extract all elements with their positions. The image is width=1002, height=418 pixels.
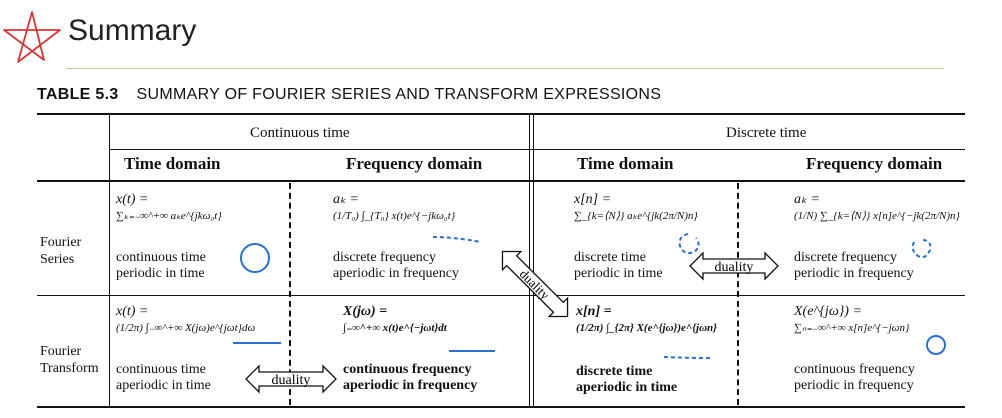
duality-label-2: duality	[272, 373, 311, 388]
ct-time-domain-header: Time domain	[124, 154, 221, 173]
transform-dt-time-cell: x[n] = (1/2π) ∫_{2π} X(e^{jω})e^{jωn} di…	[576, 304, 717, 395]
ct-dashed-divider	[289, 183, 291, 405]
row-label-fourier-transform: Fourier Transform	[40, 344, 99, 376]
row-label-fourier-series: Fourier Series	[40, 235, 82, 267]
dt-dashed-divider	[737, 183, 739, 405]
label-column-rule	[109, 113, 110, 407]
ct-frequency-domain-header: Frequency domain	[346, 154, 483, 173]
series-dt-freq-cell: aₖ = (1/N) ∑_{k=⟨N⟩} x[n]e^{−jk(2π/N)n} …	[794, 192, 960, 281]
table-label: TABLE 5.3	[37, 86, 119, 103]
blue-dashed-underline	[432, 236, 482, 243]
dt-frequency-domain-header: Frequency domain	[806, 154, 943, 173]
group-divider-rule-b	[533, 113, 534, 407]
page-title: Summary	[68, 14, 197, 47]
series-dt-time-cell: x[n] = ∑_{k=⟨N⟩} aₖe^{jk(2π/N)n} discret…	[574, 192, 698, 281]
blue-dashed-circle-mark	[678, 233, 700, 255]
star-icon	[3, 11, 61, 63]
transform-ct-freq-cell: X(jω) = ∫₋∞^+∞ x(t)e^{−jωt}dt continuous…	[343, 304, 478, 393]
transform-ct-time-cell: x(t) = (1/2π) ∫₋∞^+∞ X(jω)e^{jωt}dω cont…	[116, 304, 256, 393]
table-title: SUMMARY OF FOURIER SERIES AND TRANSFORM …	[136, 86, 662, 103]
duality-arrow-diagonal: duality	[501, 250, 569, 318]
blue-dashed-underline	[663, 356, 713, 359]
group-divider-rule-a	[529, 113, 530, 407]
blue-dashed-circle-mark	[911, 239, 932, 259]
duality-label-1: duality	[715, 260, 754, 275]
table-bottom-rule	[37, 406, 965, 408]
continuous-time-header: Continuous time	[250, 125, 350, 141]
table-top-rule	[37, 113, 965, 115]
discrete-time-header: Discrete time	[726, 125, 807, 141]
series-ct-freq-cell: aₖ = (1/T₀) ∫_{T₀} x(t)e^{−jkω₀t} discre…	[333, 192, 459, 281]
title-divider	[66, 68, 944, 69]
blue-circle-mark	[240, 243, 270, 273]
row-divider-rule	[37, 295, 965, 296]
duality-arrow-dt-series: duality	[689, 251, 779, 281]
group-header-rule	[110, 149, 965, 150]
duality-arrow-ct-transform: duality	[245, 364, 337, 394]
transform-dt-freq-cell: X(e^{jω}) = ∑ₙ₌₋∞^+∞ x[n]e^{−jωn} contin…	[794, 304, 915, 393]
blue-circle-mark	[926, 335, 946, 355]
dt-time-domain-header: Time domain	[577, 154, 674, 173]
series-ct-time-cell: x(t) = ∑ₖ₌₋∞^+∞ aₖe^{jkω₀t} continuous t…	[116, 192, 222, 281]
table-caption: TABLE 5.3 SUMMARY OF FOURIER SERIES AND T…	[37, 86, 661, 104]
column-header-rule	[37, 180, 965, 182]
